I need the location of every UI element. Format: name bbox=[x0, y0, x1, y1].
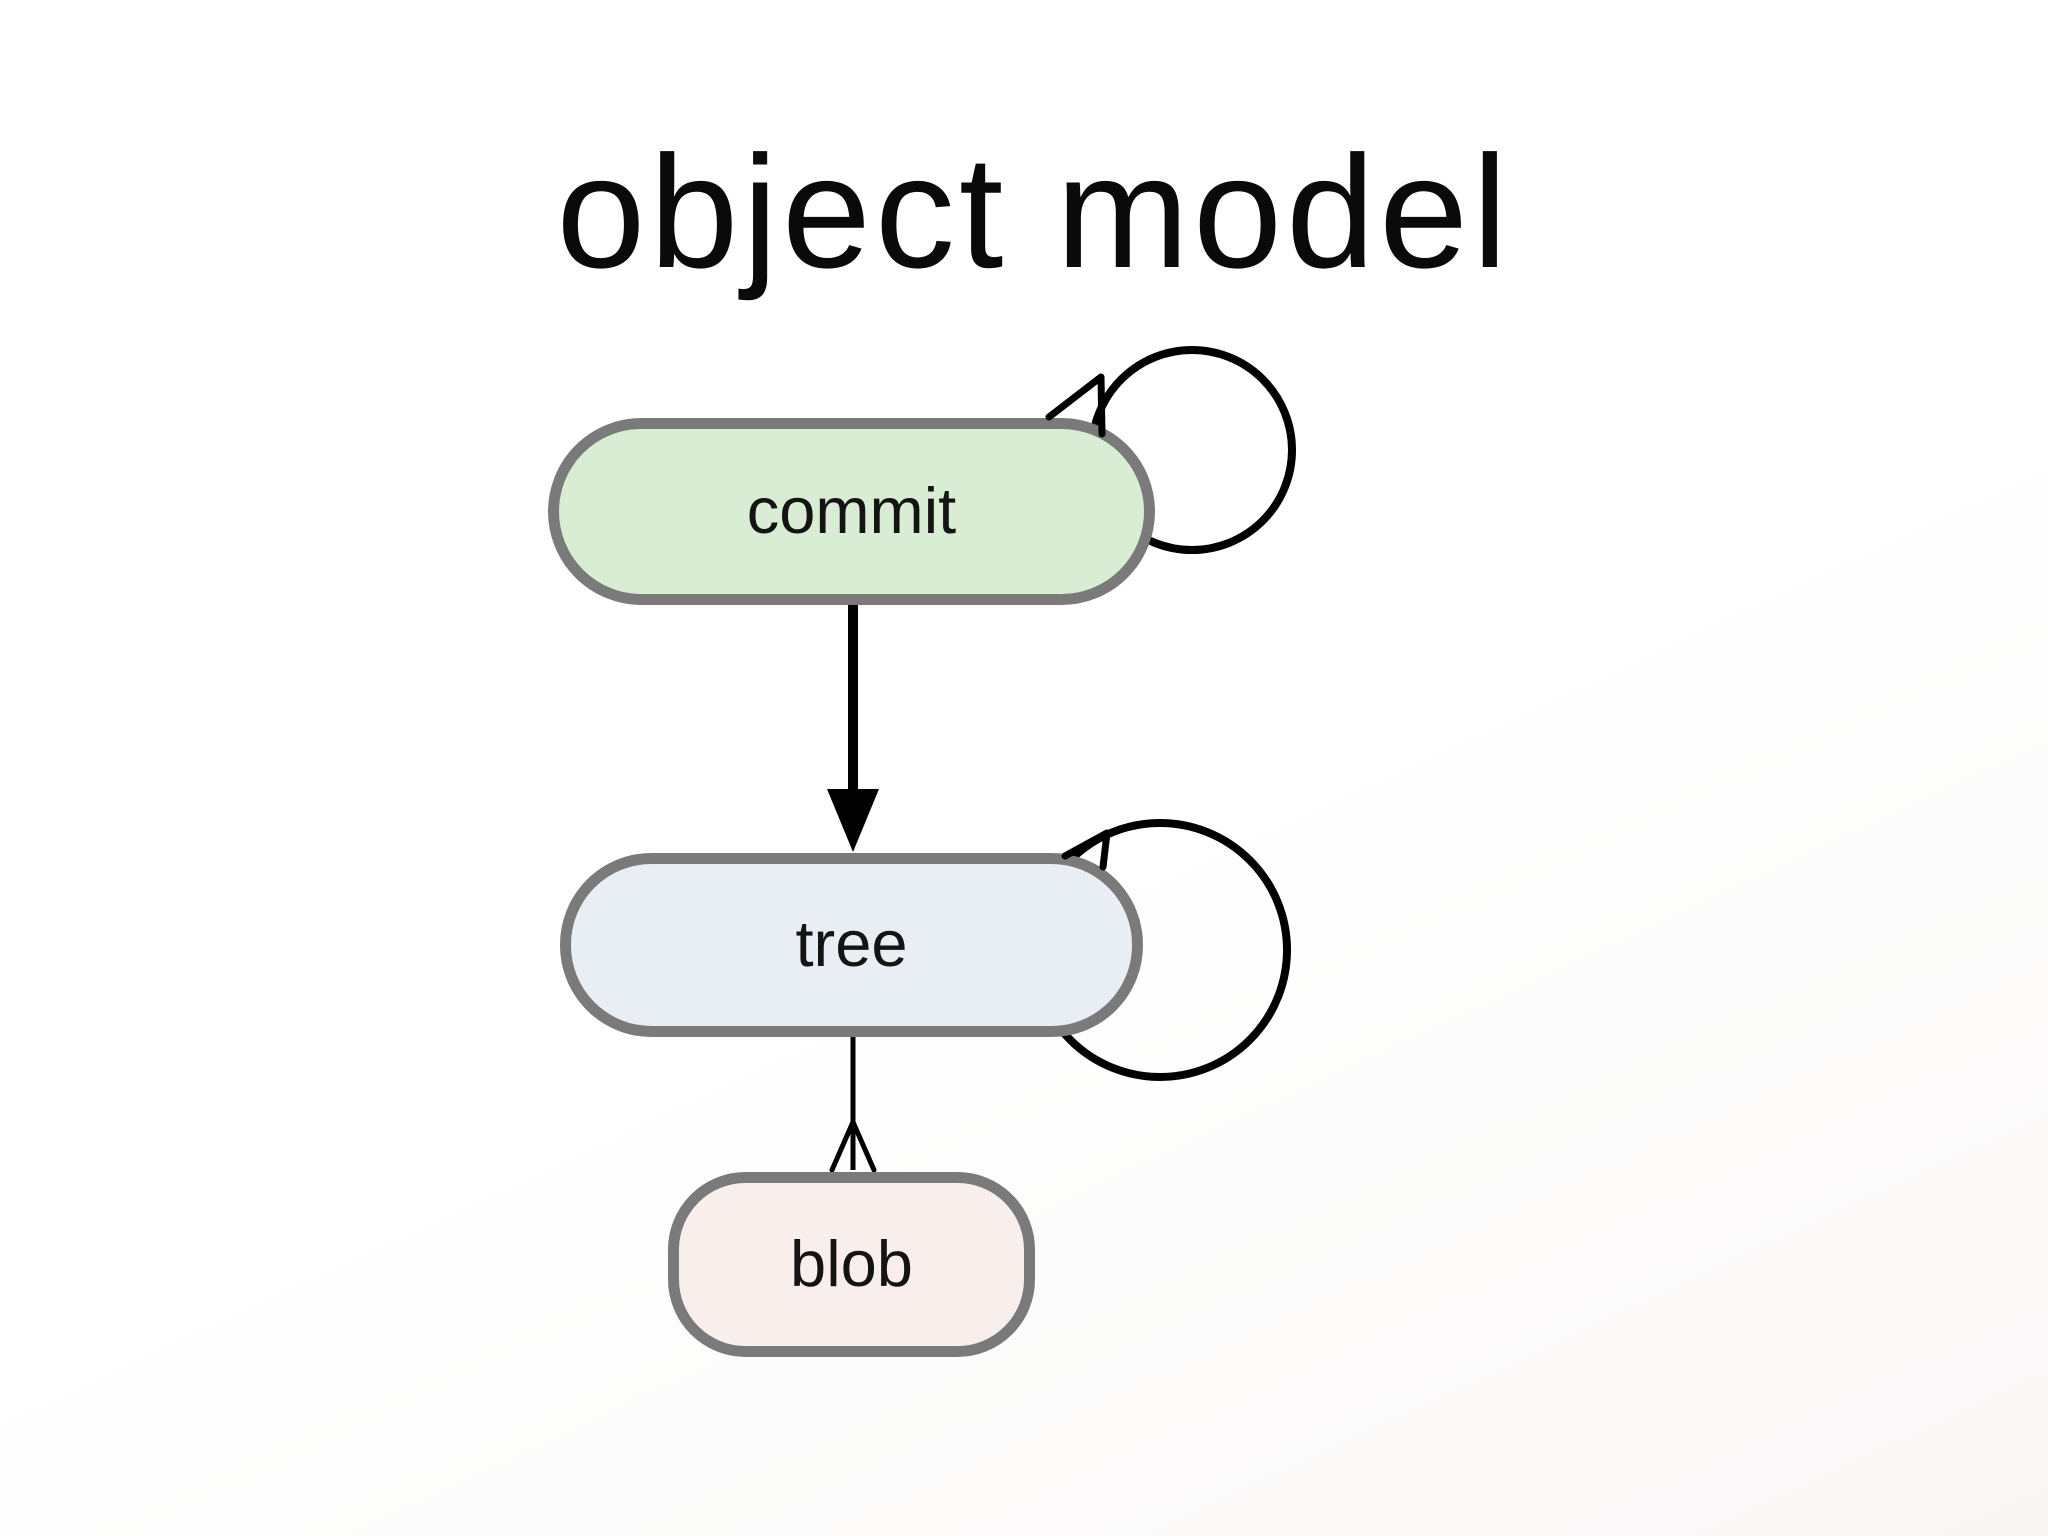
commit-self-loop-arrowhead-icon bbox=[1045, 373, 1106, 438]
page-title: object model bbox=[556, 122, 1511, 301]
blob-node-label: blob bbox=[790, 1227, 913, 1300]
blob-node: blob bbox=[668, 1172, 1035, 1357]
commit-node-label: commit bbox=[747, 474, 956, 547]
commit-node-shape bbox=[548, 418, 1155, 605]
tree-self-loop-arrowhead-icon bbox=[1061, 829, 1111, 871]
open-arrowhead-icon bbox=[829, 1119, 877, 1173]
tree-node: tree bbox=[560, 853, 1143, 1037]
edge-commit-to-tree bbox=[827, 603, 879, 852]
filled-arrowhead-icon bbox=[827, 789, 879, 852]
tree-node-shape bbox=[560, 853, 1143, 1037]
blob-node-shape bbox=[668, 1172, 1035, 1357]
edge-tree-to-blob bbox=[829, 1037, 877, 1173]
tree-node-label: tree bbox=[795, 907, 907, 980]
commit-node: commit bbox=[548, 418, 1155, 605]
